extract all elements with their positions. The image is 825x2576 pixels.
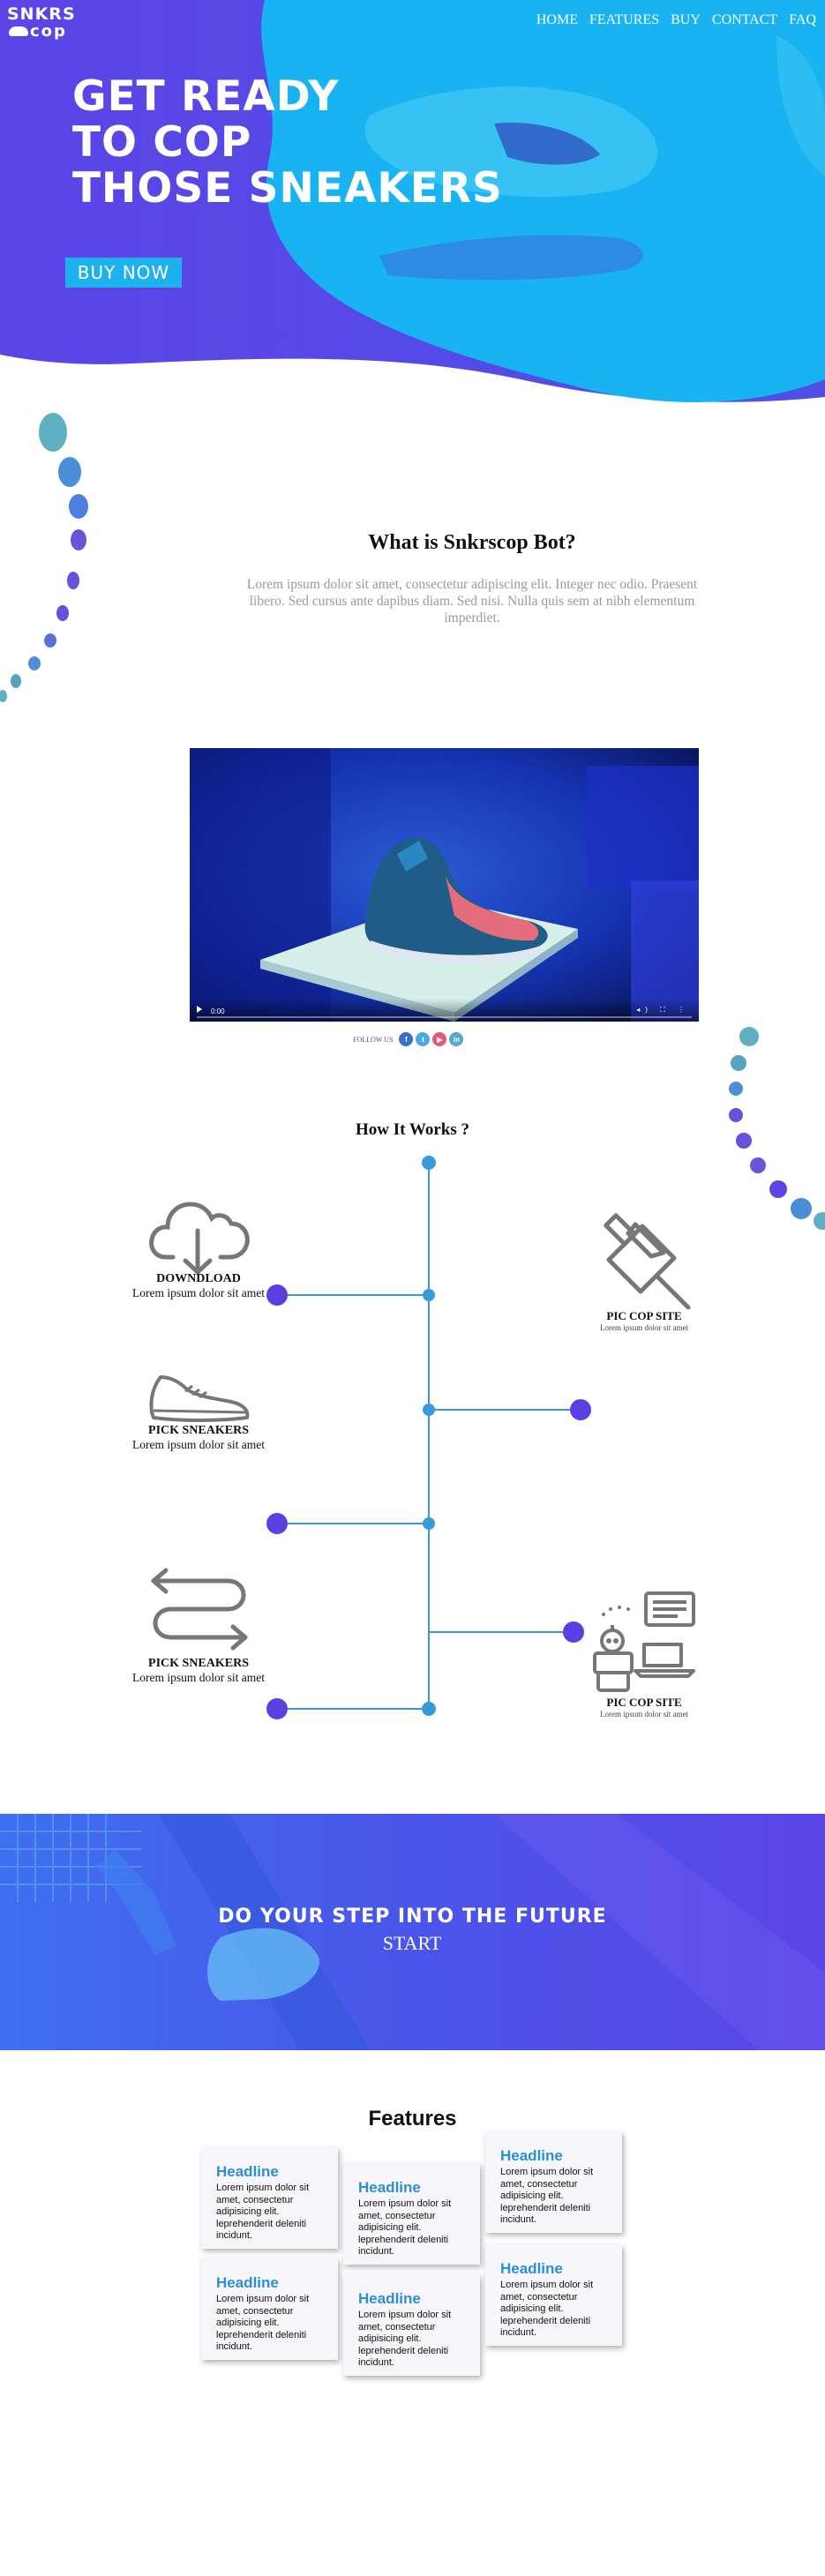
dot xyxy=(44,633,56,648)
hero-section: SNKRS cop HOME FEATURES BUY CONTACT FAQ … xyxy=(0,0,825,415)
step-title: PIC COP SITE xyxy=(606,1696,682,1709)
follow-label: FOLLOW US xyxy=(353,1035,394,1044)
dot xyxy=(58,457,81,487)
hero-title-line: THOSE SNEAKERS xyxy=(72,164,503,213)
banner-background xyxy=(0,1814,825,2050)
dot xyxy=(56,605,69,621)
about-title: What is Snkrscop Bot? xyxy=(368,531,576,554)
dot xyxy=(750,1157,766,1173)
hero-title-line: TO COP xyxy=(72,118,252,167)
pushpin-icon xyxy=(604,1213,691,1310)
step-desc: Lorem ipsum dolor sit amet xyxy=(132,1286,265,1299)
dot xyxy=(731,1055,746,1071)
dot xyxy=(67,572,79,589)
hero-title: GET READY TO COP THOSE SNEAKERS xyxy=(72,74,619,212)
step-title: PIC COP SITE xyxy=(606,1309,682,1322)
video-controls xyxy=(190,999,699,1022)
step-desc: Lorem ipsum dolor sit amet xyxy=(600,1323,688,1332)
follow-us: FOLLOW US f t ▶ in xyxy=(353,1032,464,1046)
dot xyxy=(791,1198,812,1219)
dot xyxy=(69,494,88,519)
step-title: PICK SNEAKERS xyxy=(148,1657,249,1670)
cloud-logo-icon xyxy=(9,26,28,36)
feature-card[interactable]: Headline Lorem ipsum dolor sit amet, con… xyxy=(201,2258,338,2360)
volume-icon[interactable]: ◂) ⛶ ⋮ xyxy=(636,1006,690,1014)
linkedin-icon[interactable]: in xyxy=(449,1032,464,1046)
how-it-works-title: How It Works ? xyxy=(356,1120,469,1139)
feature-text: Lorem ipsum dolor sit amet, consectetur … xyxy=(500,2167,594,2225)
feature-card[interactable]: Headline Lorem ipsum dolor sit amet, con… xyxy=(343,2274,480,2376)
play-icon[interactable] xyxy=(197,1006,202,1013)
dot xyxy=(11,674,21,688)
step-desc: Lorem ipsum dolor sit amet xyxy=(132,1438,265,1451)
logo-line1: SNKRS xyxy=(7,4,76,24)
dot xyxy=(729,1108,743,1122)
feature-text: Lorem ipsum dolor sit amet, consectetur … xyxy=(216,2183,310,2241)
nav-contact[interactable]: CONTACT xyxy=(711,12,778,27)
dot xyxy=(71,529,86,550)
step-pick-sneakers: PICK SNEAKERS Lorem ipsum dolor sit amet xyxy=(115,1424,282,1452)
buy-now-button[interactable]: BUY NOW xyxy=(65,258,182,288)
logo-line2: cop xyxy=(30,22,67,41)
nav-home[interactable]: HOME xyxy=(536,12,578,27)
nav-features[interactable]: FEATURES xyxy=(589,12,660,27)
hero-title-line: GET READY xyxy=(72,72,340,121)
dot xyxy=(769,1180,787,1198)
cloud-download-icon xyxy=(149,1202,250,1275)
logo[interactable]: SNKRS cop xyxy=(7,5,76,41)
step-pic-cop-site: PIC COP SITE Lorem ipsum dolor sit amet xyxy=(582,1309,706,1332)
dot xyxy=(39,413,67,452)
step-desc: Lorem ipsum dolor sit amet xyxy=(600,1710,688,1719)
step-title: DOWNDLOAD xyxy=(156,1272,241,1285)
main-nav: HOME FEATURES BUY CONTACT FAQ xyxy=(536,12,816,28)
feature-headline: Headline xyxy=(216,2163,279,2180)
dot xyxy=(0,690,7,702)
video-progress-bar[interactable] xyxy=(197,1016,692,1018)
feature-text: Lorem ipsum dolor sit amet, consectetur … xyxy=(358,2198,452,2257)
about-text: Lorem ipsum dolor sit amet, consectetur … xyxy=(246,577,698,625)
video-time: 0:00 xyxy=(211,1007,225,1015)
feature-headline: Headline xyxy=(358,2179,421,2196)
feature-card[interactable]: Headline Lorem ipsum dolor sit amet, con… xyxy=(485,2131,622,2233)
feature-card[interactable]: Headline Lorem ipsum dolor sit amet, con… xyxy=(343,2163,480,2265)
start-button[interactable]: START xyxy=(368,1932,456,1955)
step-title: PICK SNEAKERS xyxy=(148,1424,249,1437)
timeline xyxy=(266,1156,591,1719)
facebook-icon[interactable]: f xyxy=(399,1032,414,1046)
twitter-icon[interactable]: t xyxy=(416,1032,431,1046)
dot xyxy=(28,656,41,670)
step-desc: Lorem ipsum dolor sit amet xyxy=(132,1671,265,1684)
nav-faq[interactable]: FAQ xyxy=(789,12,816,27)
feature-text: Lorem ipsum dolor sit amet, consectetur … xyxy=(358,2310,452,2368)
feature-text: Lorem ipsum dolor sit amet, consectetur … xyxy=(500,2280,594,2338)
step-pick-sneakers-2: PICK SNEAKERS Lorem ipsum dolor sit amet xyxy=(115,1657,282,1685)
feature-headline: Headline xyxy=(216,2274,279,2291)
hero-background xyxy=(0,0,825,402)
step-pic-cop-site-2: PIC COP SITE Lorem ipsum dolor sit amet xyxy=(582,1696,706,1719)
robot-laptop-icon xyxy=(593,1591,695,1692)
feature-card[interactable]: Headline Lorem ipsum dolor sit amet, con… xyxy=(201,2147,338,2249)
future-banner xyxy=(0,1814,825,2050)
step-download: DOWNDLOAD Lorem ipsum dolor sit amet xyxy=(115,1272,282,1300)
sneaker-icon xyxy=(149,1375,250,1422)
youtube-icon[interactable]: ▶ xyxy=(432,1032,447,1046)
feature-card[interactable]: Headline Lorem ipsum dolor sit amet, con… xyxy=(485,2244,622,2346)
feature-headline: Headline xyxy=(500,2260,563,2277)
dot xyxy=(739,1027,759,1046)
dot xyxy=(736,1133,752,1149)
swap-arrows-icon xyxy=(151,1568,248,1651)
feature-headline: Headline xyxy=(500,2147,563,2164)
banner-title: DO YOUR STEP INTO THE FUTURE xyxy=(218,1906,607,1928)
dot xyxy=(814,1212,825,1230)
features-title: Features xyxy=(368,2107,457,2130)
feature-text: Lorem ipsum dolor sit amet, consectetur … xyxy=(216,2294,310,2352)
sneaker-video-frame xyxy=(190,748,699,1022)
nav-buy[interactable]: BUY xyxy=(671,12,701,27)
feature-headline: Headline xyxy=(358,2290,421,2307)
video-player[interactable]: 0:00 ◂) ⛶ ⋮ xyxy=(190,748,699,1022)
dot xyxy=(729,1082,743,1096)
